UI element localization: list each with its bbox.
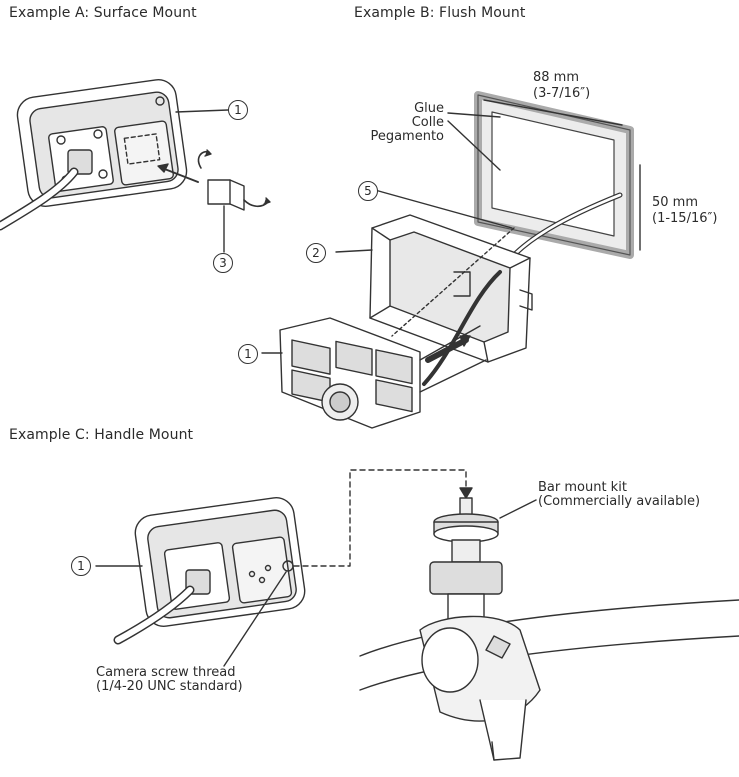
glue-label-fr: Colle <box>411 115 444 130</box>
callout-template: 5 <box>358 181 378 201</box>
heading-example-b: Example B: Flush Mount <box>354 5 526 21</box>
camera-thread-label: Camera screw thread <box>96 665 236 680</box>
bracket-drawing <box>335 189 533 363</box>
height-label-in: (1-15/16″) <box>652 211 718 226</box>
callout-unit-b: 1 <box>238 344 258 364</box>
unit-c-drawing <box>95 469 473 667</box>
glue-label-es: Pegamento <box>370 129 444 144</box>
unit-a-drawing <box>0 79 229 231</box>
height-label-mm: 50 mm <box>652 195 699 210</box>
callout-tape: 3 <box>213 253 233 273</box>
callout-bracket: 2 <box>306 243 326 263</box>
wall-cutout-drawing <box>447 91 641 275</box>
camera-thread-sublabel: (1/4-20 UNC standard) <box>96 679 243 694</box>
tape-drawing <box>157 149 271 253</box>
bar-mount-label: Bar mount kit <box>538 480 627 495</box>
unit-b-drawing <box>261 270 502 429</box>
glue-label: Glue Colle Pegamento <box>356 102 444 144</box>
heading-example-c: Example C: Handle Mount <box>9 427 194 443</box>
callout-unit-c: 1 <box>71 556 91 576</box>
glue-label-en: Glue <box>414 101 444 116</box>
callout-unit-a: 1 <box>228 100 248 120</box>
width-label-mm: 88 mm <box>533 70 580 85</box>
bar-mount-drawing <box>359 497 739 761</box>
bar-mount-sublabel: (Commercially available) <box>538 494 701 509</box>
heading-example-a: Example A: Surface Mount <box>9 5 197 21</box>
width-label-in: (3-7/16″) <box>533 86 591 101</box>
